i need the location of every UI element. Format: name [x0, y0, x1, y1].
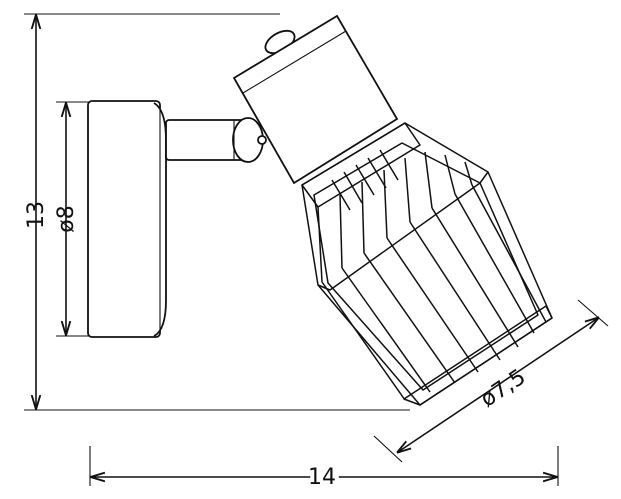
- socket-housing: [232, 14, 399, 185]
- height-dimension: 13: [24, 13, 410, 411]
- base-diameter-label: ø8: [54, 205, 79, 232]
- base-diameter-dimension: ø8: [54, 101, 95, 337]
- width-dimension: 14: [89, 446, 559, 494]
- height-label: 13: [24, 201, 49, 229]
- cage-shade: [301, 122, 553, 406]
- shade-diameter-label: ø7,5: [476, 365, 530, 413]
- shade-diameter-dimension: ø7,5: [373, 299, 609, 463]
- width-label: 14: [308, 465, 336, 490]
- wall-plate: [87, 100, 167, 338]
- arm-joint: [165, 117, 267, 163]
